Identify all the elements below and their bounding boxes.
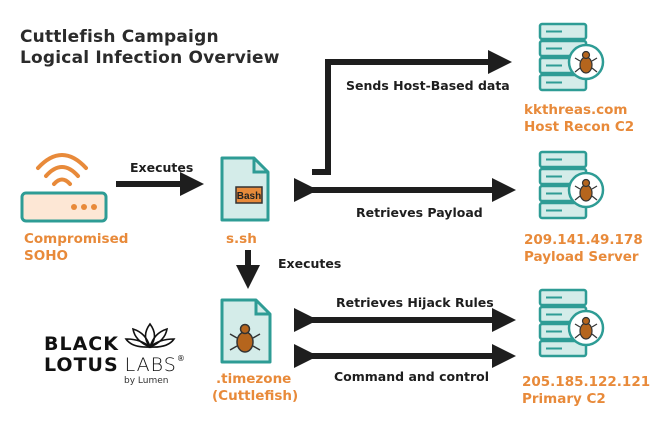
recon-server-icon (538, 22, 605, 92)
primary-label-line2: Primary C2 (522, 391, 606, 407)
lotus-icon (124, 322, 176, 349)
script-name-label: s.sh (226, 231, 257, 247)
sends-data-arrow (312, 50, 512, 175)
soho-label-line2: SOHO (24, 248, 68, 264)
diagram-title-line1: Cuttlefish Campaign (20, 27, 219, 47)
sends-data-label: Sends Host-Based data (346, 78, 510, 93)
bug-icon (574, 178, 598, 202)
payload-label-line1: 209.141.49.178 (524, 232, 643, 248)
primary-label-line1: 205.185.122.121 (522, 374, 651, 390)
bug-icon (574, 316, 598, 340)
primary-server-icon (538, 288, 605, 358)
recon-label-line2: Host Recon C2 (524, 119, 635, 135)
bug-icon (574, 50, 598, 74)
logo-black: BLACK (44, 333, 119, 355)
script-file-icon: Bash (220, 156, 270, 222)
logo-labs: LABS (124, 354, 177, 376)
timezone-label-line1: .timezone (216, 371, 292, 387)
logo-registered-mark: ® (176, 354, 186, 363)
payload-label-line2: Payload Server (524, 249, 639, 265)
recon-label-line1: kkthreas.com (524, 102, 628, 118)
timezone-file-icon (220, 298, 272, 364)
router-icon (20, 153, 108, 223)
executes-label-2: Executes (278, 256, 342, 271)
diagram-title-line2: Logical Infection Overview (20, 48, 280, 68)
logo-lotus: LOTUS (44, 354, 119, 376)
timezone-label-line2: (Cuttlefish) (212, 388, 299, 404)
payload-server-icon (538, 150, 605, 220)
retrieves-payload-label: Retrieves Payload (356, 205, 483, 220)
command-control-label: Command and control (334, 369, 489, 384)
bash-badge: Bash (237, 191, 261, 202)
bug-icon (229, 323, 261, 353)
retrieves-hijack-label: Retrieves Hijack Rules (336, 295, 494, 310)
soho-label-line1: Compromised (24, 231, 129, 247)
executes-label-1: Executes (130, 160, 194, 175)
logo-byline: by Lumen (124, 376, 169, 386)
